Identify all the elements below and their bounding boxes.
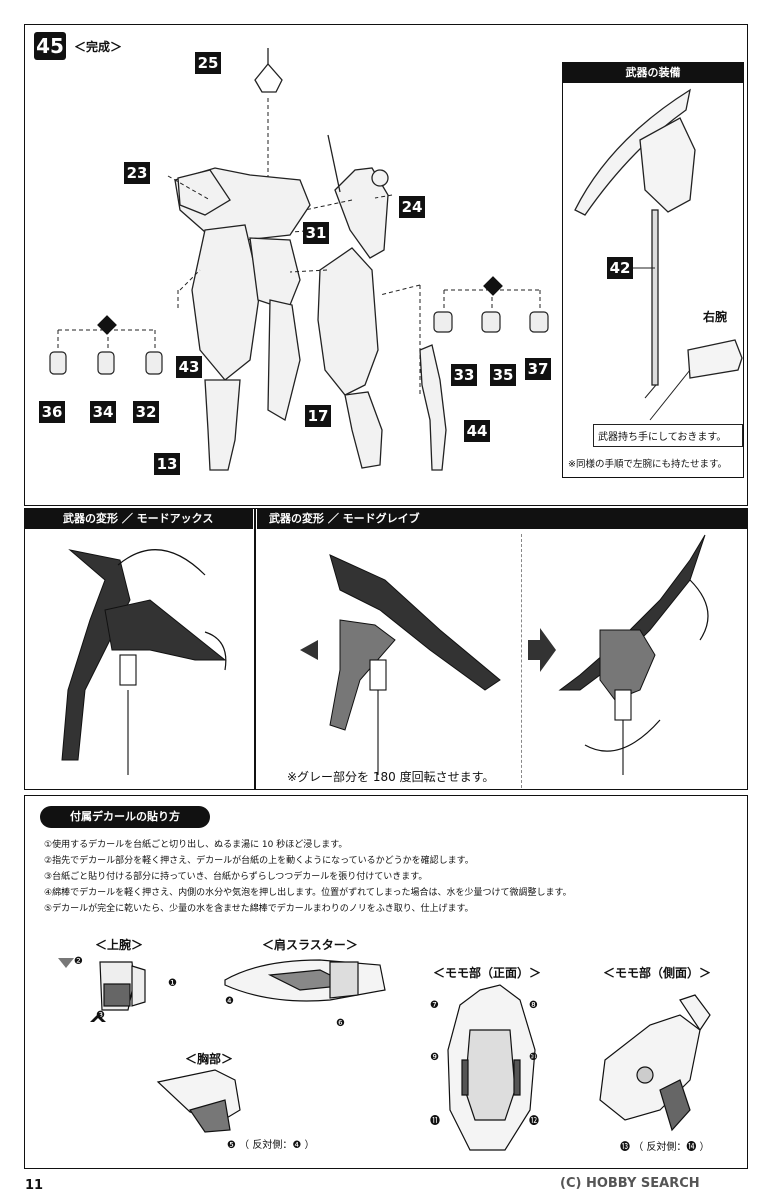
thigh-side-title: ＜モモ部（側面）＞ (603, 966, 712, 980)
decal-step-2: ②指先でデカール部分を軽く押さえ、デカールが台紙の上を動くようになっているかどう… (44, 856, 474, 866)
weapon-grip-instruction: 武器持ち手にしておきます。 (593, 424, 743, 447)
weapon-transform-illustrations (61, 534, 709, 775)
part-label-13: 13 (154, 453, 180, 475)
divider-axe-glaive (254, 509, 256, 789)
decal-num-2: ❷ (74, 956, 83, 967)
robot-assembly-illustration (49, 48, 549, 471)
decal-step-1: ①使用するデカールを台紙ごと切り出し、ぬるま湯に 10 秒ほど浸します。 (44, 840, 348, 850)
thigh-side-opposite-num: ⓮ (686, 1142, 697, 1153)
upper-arm-title: ＜上腕＞ (95, 938, 144, 952)
part-label-32: 32 (133, 401, 159, 423)
thigh-front-title: ＜モモ部（正面）＞ (433, 966, 542, 980)
decal-num-8: ❽ (529, 1000, 538, 1011)
chest-decal-note: ❺ （ 反対側：❹ ） (227, 1136, 315, 1151)
part-label-17: 17 (305, 405, 331, 427)
decal-step-4: ④綿棒でデカールを軽く押さえ、内側の水分や気泡を押し出します。位置がずれてしまっ… (44, 888, 572, 898)
part-label-35: 35 (490, 364, 516, 386)
decal-num-3: ❸ (96, 1010, 105, 1021)
glaive-mode-header: 武器の変形 ／ モードグレイブ (257, 509, 747, 529)
decal-num-6: ❻ (336, 1018, 345, 1029)
step-title: ＜完成＞ (74, 40, 123, 54)
decal-num-4: ❹ (225, 996, 234, 1007)
part-label-23: 23 (124, 162, 150, 184)
decal-num-1: ❶ (168, 978, 177, 989)
part-label-37: 37 (525, 358, 551, 380)
decal-num-12: ⓬ (529, 1116, 539, 1127)
divider-glaive-steps (521, 534, 522, 788)
decal-num-13: ⓭ (620, 1142, 630, 1153)
chest-opposite-label: （ 反対側： (239, 1140, 293, 1151)
chest-opposite-num: ❹ (292, 1140, 302, 1151)
part-label-43: 43 (176, 356, 202, 378)
decal-num-10: ❿ (529, 1052, 538, 1063)
thigh-side-decal-note: ⓭ （ 反対側：⓮ ） (620, 1138, 710, 1153)
thigh-side-opposite-close: ） (696, 1142, 710, 1153)
part-label-31: 31 (303, 222, 329, 244)
decal-num-9: ❾ (430, 1052, 439, 1063)
decal-num-11: ⓫ (430, 1116, 440, 1127)
left-arm-note: ※同様の手順で左腕にも持たせます。 (568, 459, 728, 470)
chest-title: ＜胸部＞ (185, 1052, 234, 1066)
step-number-badge: 45 (34, 32, 66, 60)
decal-step-3: ③台紙ごと貼り付ける部分に持っていき、台紙からずらしつつデカールを張り付けていき… (44, 872, 428, 882)
part-label-36: 36 (39, 401, 65, 423)
page-number: 11 (25, 1178, 44, 1193)
decal-num-5: ❺ (227, 1140, 236, 1151)
part-label-42: 42 (607, 257, 633, 279)
weapon-equip-header: 武器の装備 (563, 63, 743, 83)
part-label-24: 24 (399, 196, 425, 218)
part-label-25: 25 (195, 52, 221, 74)
chest-opposite-close: ） (301, 1140, 315, 1151)
part-label-33: 33 (451, 364, 477, 386)
hobby-search-watermark: (C) HOBBY SEARCH (560, 1176, 700, 1191)
thigh-side-opposite-label: （ 反対側： (633, 1142, 687, 1153)
decal-header: 付属デカールの貼り方 (40, 806, 210, 828)
decal-num-7: ❼ (430, 1000, 439, 1011)
right-arm-label: 右腕 (703, 310, 728, 324)
decal-step-5: ⑤デカールが完全に乾いたら、少量の水を含ませた綿棒でデカールまわりのノリをふき取… (44, 904, 474, 914)
part-label-34: 34 (90, 401, 116, 423)
axe-mode-header: 武器の変形 ／ モードアックス (25, 509, 253, 529)
shoulder-thruster-title: ＜肩スラスター＞ (262, 938, 358, 952)
part-label-44: 44 (464, 420, 490, 442)
weapon-equip-illustration (574, 88, 743, 421)
rotate-note: ※グレー部分を 180 度回転させます。 (287, 770, 495, 784)
